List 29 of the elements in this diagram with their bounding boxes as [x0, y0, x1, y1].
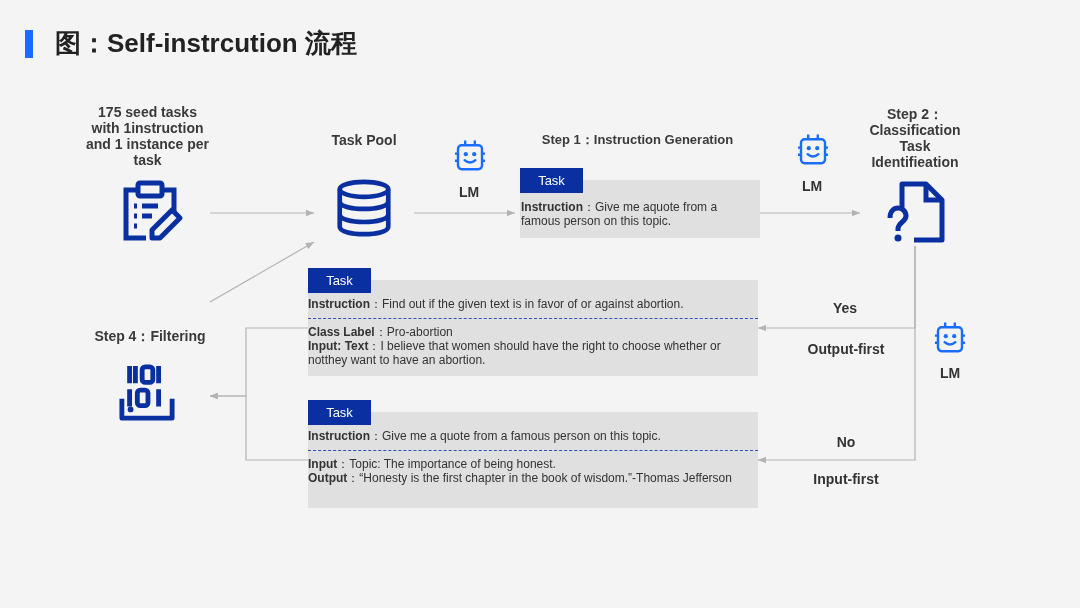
- arrow: [209, 241, 315, 303]
- edge-label: Yes: [832, 300, 858, 316]
- task-text: Input: Text：I believe that women should have the right to choose whether or notthey want to have an abortion.: [308, 339, 722, 367]
- text-label: Input-first: [813, 471, 879, 487]
- step-caption: Step 1：Instruction Generation: [540, 132, 735, 148]
- arrow: [759, 209, 861, 217]
- task-tag: Task: [520, 168, 583, 193]
- arrow: [209, 209, 315, 217]
- edge-label: LM: [458, 184, 480, 200]
- task-text: Output：“Honesty is the first chapter in the book of wisdom.”-Thomas Jefferson: [308, 471, 733, 485]
- task-text: Class Label：Pro-abortion: [308, 325, 454, 339]
- step-caption: Step 4：Filtering: [93, 328, 207, 344]
- text-label: Output-first: [807, 341, 885, 357]
- edge-label: LM: [801, 178, 823, 194]
- task-tag: Task: [308, 400, 371, 425]
- step-caption: 175 seed tasks with 1instruction and 1 instance per task: [85, 104, 210, 168]
- step-caption: Task Pool: [330, 132, 398, 148]
- text-label: LM: [939, 365, 961, 381]
- task-text: Instruction：Give me aquote from a famous person on this topic.: [521, 200, 719, 228]
- task-text: Instruction：Find out if the given text is in favor of or against abortion.: [308, 297, 685, 311]
- edge-label: No: [836, 434, 856, 450]
- arrow: [413, 209, 516, 217]
- arrow: [757, 245, 916, 464]
- arrow: [209, 392, 309, 461]
- task-tag: Task: [308, 268, 371, 293]
- task-text: Input：Topic: The importance of being honest.: [308, 457, 557, 471]
- title: 图：Self-instrcution 流程: [55, 27, 357, 60]
- step-caption: Step 2：Classification Task Identifieation: [868, 106, 962, 170]
- task-text: Instruction：Give me a quote from a famous person on this topic.: [308, 429, 662, 443]
